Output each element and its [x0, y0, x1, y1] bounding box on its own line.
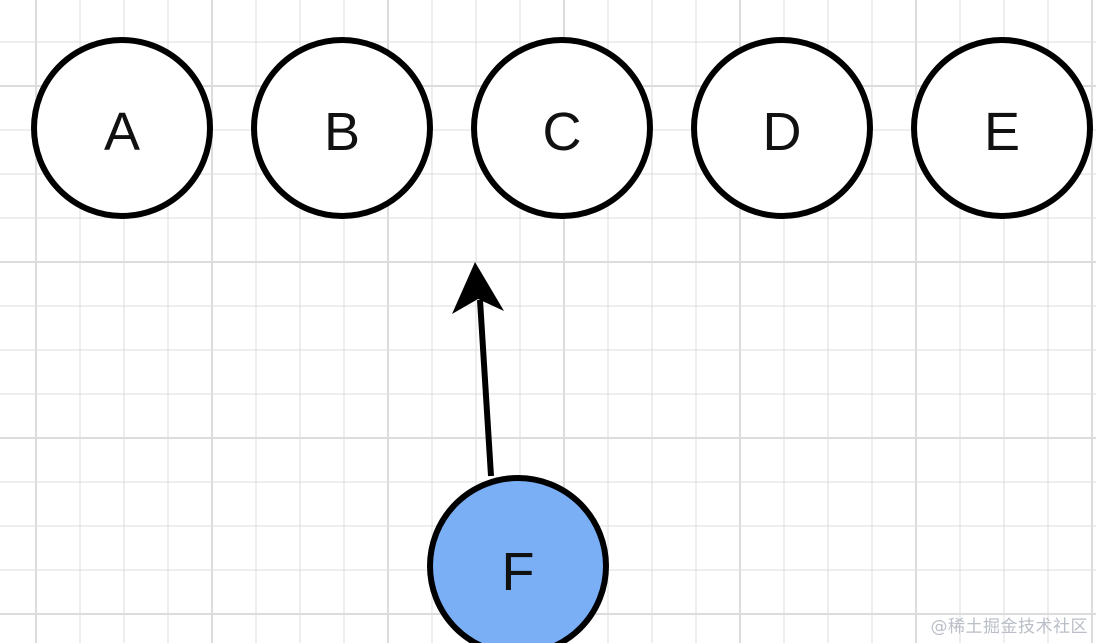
node-f-circle — [427, 475, 609, 643]
node-e[interactable]: E — [911, 37, 1093, 219]
node-f[interactable]: F — [427, 475, 609, 643]
edges — [452, 262, 504, 477]
node-c[interactable]: C — [471, 37, 653, 219]
node-a-circle — [31, 37, 213, 219]
node-b[interactable]: B — [251, 37, 433, 219]
edge-f-to-c — [477, 299, 494, 477]
node-c-label: C — [543, 102, 582, 162]
watermark: @稀土掘金技术社区 — [930, 617, 1088, 637]
nodes: A B C D E F — [31, 37, 1093, 643]
node-e-label: E — [984, 102, 1020, 162]
arrowhead-icon — [452, 262, 504, 314]
node-d-label: D — [763, 102, 802, 162]
node-b-label: B — [324, 102, 360, 162]
node-a[interactable]: A — [31, 37, 213, 219]
node-d[interactable]: D — [691, 37, 873, 219]
node-e-circle — [911, 37, 1093, 219]
node-b-circle — [251, 37, 433, 219]
node-f-label: F — [502, 542, 535, 602]
node-a-label: A — [104, 102, 140, 162]
node-d-circle — [691, 37, 873, 219]
node-c-circle — [471, 37, 653, 219]
